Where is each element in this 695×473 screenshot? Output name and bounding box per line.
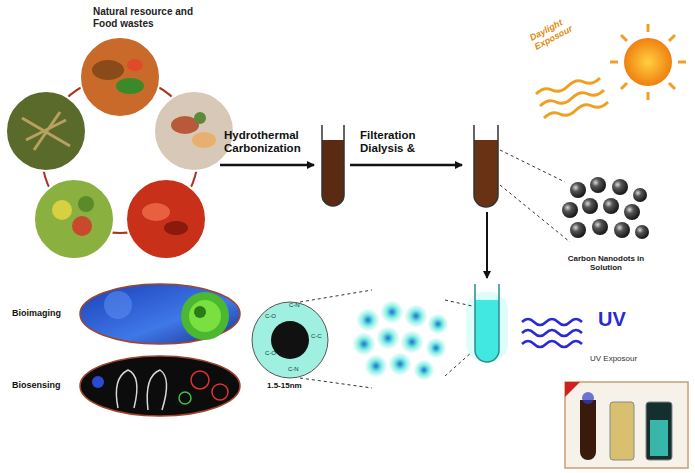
node-label: Bioimaging	[12, 308, 61, 318]
uv-waves	[522, 319, 582, 347]
node-label: Biosensing	[12, 380, 61, 390]
step-label: Filteration Dialysis &	[360, 129, 434, 155]
exposure-label: Daylight Exposour	[528, 5, 592, 52]
leader-line	[500, 150, 565, 182]
vials-photo	[565, 382, 688, 468]
node-text: C-N	[289, 302, 300, 309]
test-tube	[322, 125, 344, 206]
node-text: C-C	[311, 333, 322, 340]
node-label: Natural resource and Food wastes	[93, 6, 213, 29]
node-text: C-O	[265, 313, 276, 320]
step-label: Hydrothermal Carbonization	[224, 129, 316, 155]
nanodot-schematic: C-O C-N C-C C-O C-N 1.5-15nm	[245, 292, 345, 396]
biosensing-image	[80, 356, 240, 416]
food-collage	[6, 37, 234, 259]
node-label: Carbon Nanodots in Solution	[561, 254, 651, 272]
bioimaging-image	[80, 284, 240, 344]
process-arrow	[220, 164, 314, 167]
node-text: C-O	[265, 350, 276, 357]
carbon-nanodots	[562, 177, 649, 239]
nanodot-schematic	[252, 302, 328, 378]
source-group: Natural resource and Food wastes	[5, 2, 235, 267]
application-panel: Biosensing	[8, 354, 243, 420]
leader-line	[500, 185, 570, 242]
node-text: 1.5-15nm	[267, 381, 302, 390]
process-arrow	[350, 164, 462, 167]
test-tube	[474, 125, 498, 207]
glowing-nanodots	[353, 301, 448, 380]
test-tube	[466, 284, 508, 362]
application-panel: Bioimaging	[8, 282, 243, 348]
exposure-label: UV	[598, 308, 626, 331]
light-waves	[536, 78, 608, 118]
node-text: C-N	[288, 366, 299, 373]
process-arrow	[486, 212, 488, 278]
sun-icon	[610, 24, 686, 100]
exposure-label: UV Exposour	[590, 354, 637, 363]
nanodots-group: Carbon Nanodots in Solution	[555, 172, 655, 280]
